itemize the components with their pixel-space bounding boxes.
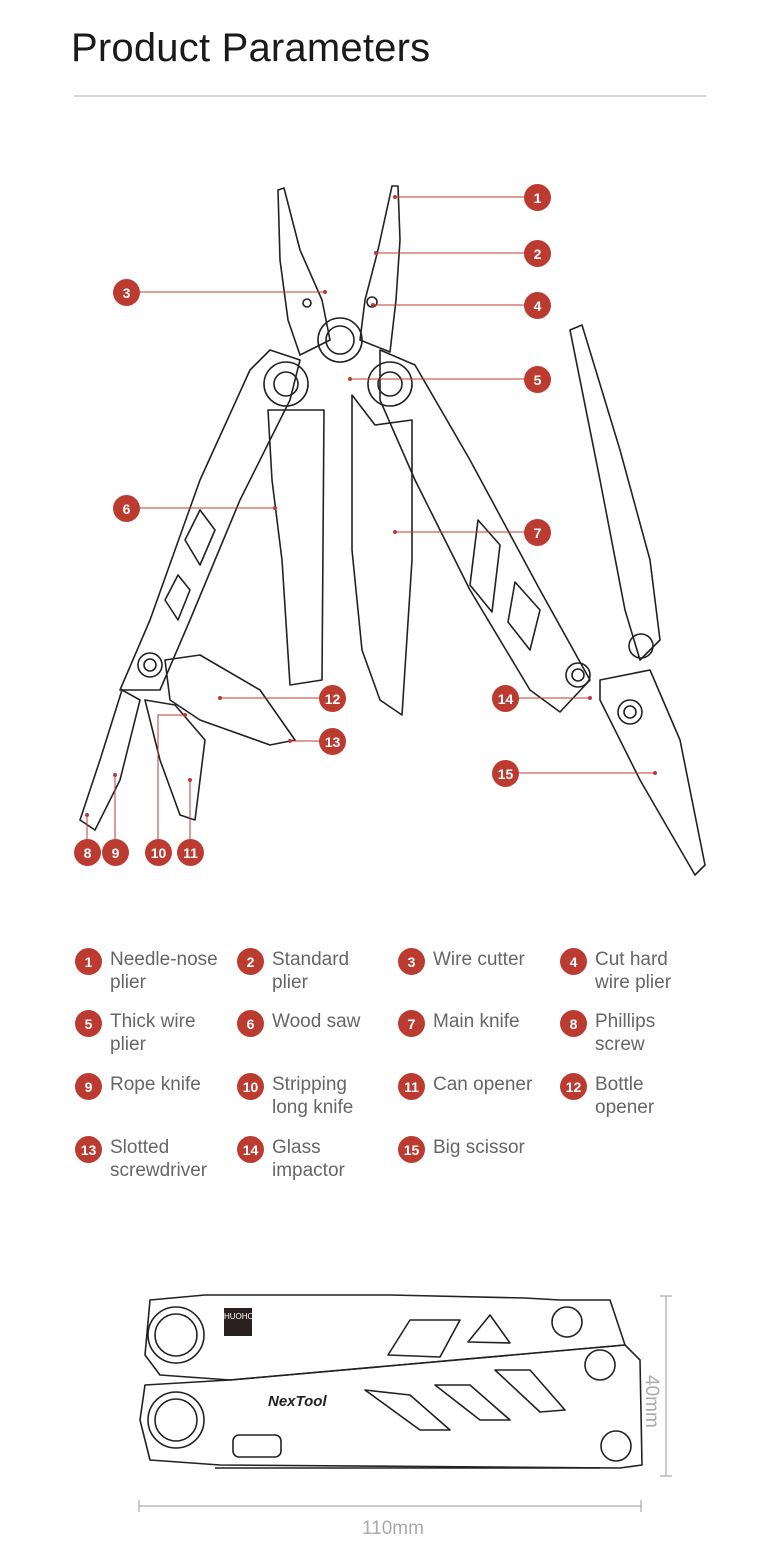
legend-badge: 13: [75, 1136, 102, 1163]
plier-jaw-right: [359, 185, 401, 353]
legend-label: Wood saw: [272, 1011, 361, 1032]
legend-badge: 8: [560, 1010, 587, 1037]
legend-badge: 9: [75, 1073, 102, 1100]
callout-9: 9: [102, 839, 129, 866]
folded-handle-top: [144, 1294, 626, 1381]
legend-label: Bottle opener: [595, 1074, 655, 1118]
callout-1: 1: [524, 184, 551, 211]
callout-6: 6: [113, 495, 140, 522]
legend-badge: 2: [237, 948, 264, 975]
saw-blade: [267, 409, 325, 686]
callout-7: 7: [524, 519, 551, 546]
legend-badge: 14: [237, 1136, 264, 1163]
legend-badge: 10: [237, 1073, 264, 1100]
legend-item: 7 Main knife: [398, 1010, 558, 1037]
page-title: Product Parameters: [71, 26, 431, 70]
height-dimension: 40mm: [641, 1375, 662, 1428]
scissor-arm: [569, 324, 661, 661]
legend-label: Glass impactor: [272, 1137, 345, 1181]
legend-item: 14 Glass impactor: [237, 1136, 397, 1182]
legend-item: 2 Standard plier: [237, 948, 397, 994]
legend-label: Rope knife: [110, 1074, 201, 1095]
main-knife: [351, 394, 413, 716]
legend-item: 6 Wood saw: [237, 1010, 397, 1037]
legend-label: Thick wire plier: [110, 1011, 196, 1055]
legend-label: Phillips screw: [595, 1011, 656, 1055]
legend-badge: 3: [398, 948, 425, 975]
legend-label: Stripping long knife: [272, 1074, 354, 1118]
legend-label: Slotted screwdriver: [110, 1137, 208, 1181]
multitool-diagram: [79, 185, 706, 876]
legend-label: Can opener: [433, 1074, 533, 1095]
plier-jaw-left: [277, 187, 331, 356]
callout-13: 13: [319, 728, 346, 755]
legend-label: Standard plier: [272, 949, 350, 993]
legend-label: Needle-nose plier: [110, 949, 218, 993]
legend-badge: 4: [560, 948, 587, 975]
legend-item: 12 Bottle opener: [560, 1073, 720, 1119]
scissor-blade: [599, 669, 706, 876]
legend-item: 15 Big scissor: [398, 1136, 558, 1163]
legend-label: Cut hard wire plier: [595, 949, 672, 993]
bottle-opener-tool: [164, 654, 296, 746]
handle-left: [119, 349, 301, 691]
callout-10: 10: [145, 839, 172, 866]
legend-item: 9 Rope knife: [75, 1073, 235, 1100]
callout-2: 2: [524, 240, 551, 267]
can-opener-tool: [144, 699, 206, 821]
width-dimension: 110mm: [362, 1518, 424, 1539]
callout-11: 11: [177, 839, 204, 866]
callout-8: 8: [74, 839, 101, 866]
rope-knife-tool: [79, 689, 141, 831]
legend-item: 4 Cut hard wire plier: [560, 948, 720, 994]
legend-item: 8 Phillips screw: [560, 1010, 720, 1056]
callout-3: 3: [113, 279, 140, 306]
legend-badge: 12: [560, 1073, 587, 1100]
legend-label: Big scissor: [433, 1137, 525, 1158]
legend-item: 10 Stripping long knife: [237, 1073, 397, 1119]
handle-right: [379, 349, 591, 713]
callout-15: 15: [492, 760, 519, 787]
folded-handle-bottom: [139, 1344, 643, 1469]
legend-badge: 11: [398, 1073, 425, 1100]
legend-item: 1 Needle-nose plier: [75, 948, 235, 994]
legend-item: 3 Wire cutter: [398, 948, 558, 975]
legend-item: 13 Slotted screwdriver: [75, 1136, 235, 1182]
legend-badge: 6: [237, 1010, 264, 1037]
nextool-brand: NexTool: [268, 1393, 327, 1410]
callout-12: 12: [319, 685, 346, 712]
callout-4: 4: [524, 292, 551, 319]
huohou-logo: HUOHOU: [224, 1308, 260, 1336]
legend-label: Wire cutter: [433, 949, 525, 970]
legend-badge: 1: [75, 948, 102, 975]
legend-badge: 15: [398, 1136, 425, 1163]
title-divider: [74, 95, 706, 97]
legend-badge: 5: [75, 1010, 102, 1037]
legend-badge: 7: [398, 1010, 425, 1037]
legend-item: 5 Thick wire plier: [75, 1010, 235, 1056]
callout-5: 5: [524, 366, 551, 393]
legend-label: Main knife: [433, 1011, 520, 1032]
callout-14: 14: [492, 685, 519, 712]
legend-item: 11 Can opener: [398, 1073, 558, 1100]
